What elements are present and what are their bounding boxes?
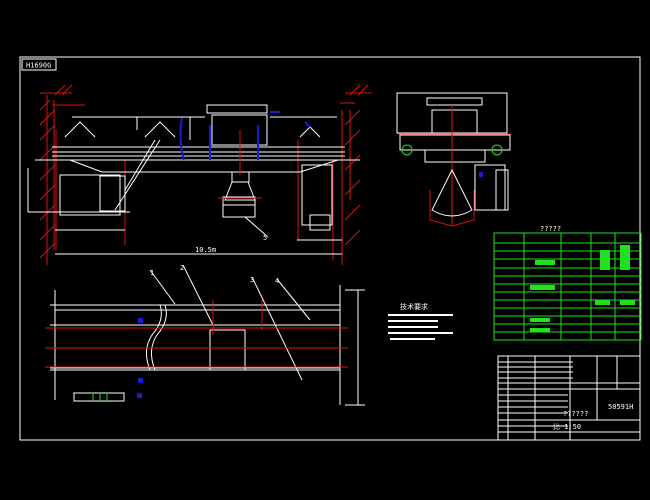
title-block-scale: 比 1:50 [553, 422, 581, 431]
title-block-name: ?????? [563, 410, 588, 418]
part-label-5: 5 [263, 234, 267, 242]
technical-notes: 技术要求 [388, 302, 453, 340]
sheet-border [19, 56, 641, 441]
code-label-box [21, 58, 57, 71]
code-label: H1690G [26, 62, 51, 70]
drawing-number: 50591H [608, 403, 633, 411]
title-block: 50591H ?????? 比 1:50 [497, 355, 641, 441]
part-label-4: 4 [275, 277, 279, 285]
side-elevation-view [396, 92, 512, 227]
plan-view: 1 2 3 4 [45, 264, 365, 406]
part-label-1: 1 [150, 269, 154, 277]
span-dimension: 10.5m [195, 246, 216, 254]
front-elevation-view: 5 10.5m [27, 84, 372, 265]
part-label-2: 2 [180, 264, 184, 272]
part-label-3: 3 [250, 276, 254, 284]
notes-heading: 技术要求 [400, 302, 428, 311]
table-title: ????? [540, 225, 561, 233]
parameter-table: ????? [493, 225, 642, 341]
side-marker [479, 172, 483, 177]
